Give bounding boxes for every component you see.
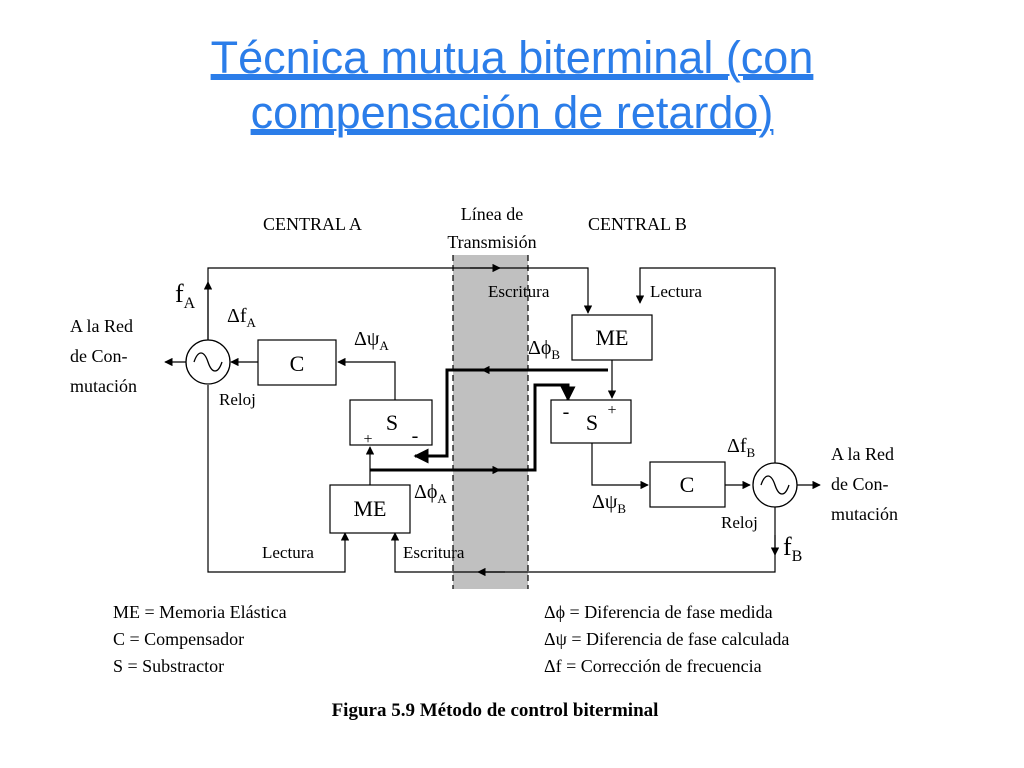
red-b-line-2: de Con- — [831, 474, 889, 494]
memoria-elastica-a-box — [329, 484, 411, 534]
s-a-plus-sign: + — [363, 431, 372, 448]
memoria-elastica-b-label: ME — [596, 325, 629, 350]
left-loop-line — [207, 385, 350, 573]
fb-label: fB — [783, 532, 802, 565]
red-a-line-2: de Con- — [70, 346, 128, 366]
red-b-line-1: A la Red — [831, 444, 894, 464]
figure-caption: Figura 5.9 Método de control biterminal — [332, 700, 659, 721]
legend-right-1: Δϕ = Diferencia de fase medida — [544, 602, 773, 622]
top-loop-line — [207, 267, 593, 340]
slide-title: Técnica mutua biterminal (con compensaci… — [0, 30, 1024, 140]
dfb-label: ΔfB — [727, 435, 756, 460]
dphib-label: ΔϕB — [528, 337, 560, 362]
dphia-label: ΔϕA — [414, 481, 447, 506]
s-a-to-c-a-line — [337, 357, 396, 400]
s-a-minus-sign: - — [412, 425, 419, 447]
central-b-label: CENTRAL B — [588, 214, 687, 234]
legend-left-2: C = Compensador — [113, 629, 244, 649]
substractor-b-box — [550, 399, 632, 444]
reloj-a-label: Reloj — [219, 390, 256, 409]
reloj-b-label: Reloj — [721, 513, 758, 532]
linea-label-1: Línea de — [461, 204, 523, 224]
substractor-b-label: S — [586, 410, 598, 435]
lectura-bottom-label: Lectura — [262, 543, 314, 562]
title-line-2: compensación de retardo) — [250, 87, 774, 138]
dpsib-label: ΔψB — [592, 491, 626, 516]
red-a-line-3: mutación — [70, 376, 137, 396]
escritura-top-label: Escritura — [488, 282, 550, 301]
escritura-bottom-label: Escritura — [403, 543, 465, 562]
dphi-b-thick-line — [413, 368, 608, 464]
substractor-a-box — [349, 399, 433, 446]
substractor-a-label: S — [386, 410, 398, 435]
right-loop-line — [635, 267, 776, 470]
s-b-to-c-b-line — [591, 443, 649, 490]
lectura-top-label: Lectura — [650, 282, 702, 301]
transmission-line-band — [453, 255, 528, 589]
red-a-line-1: A la Red — [70, 316, 133, 336]
title-line-1: Técnica mutua biterminal (con — [210, 32, 814, 83]
fa-label: fA — [175, 279, 196, 312]
compensador-b-label: C — [680, 472, 695, 497]
dfa-label: ΔfA — [227, 305, 257, 330]
compensador-b-box — [649, 461, 726, 508]
legend-left-3: S = Substractor — [113, 656, 224, 676]
sine-wave-a-icon — [193, 352, 223, 372]
memoria-elastica-a-label: ME — [354, 496, 387, 521]
red-b-line-3: mutación — [831, 504, 898, 524]
linea-label-2: Transmisión — [447, 232, 536, 252]
dpsia-label: ΔψA — [354, 328, 389, 353]
s-b-plus-sign: + — [607, 402, 616, 419]
compensador-a-box — [257, 339, 337, 386]
legend-right-3: Δf = Corrección de frecuencia — [544, 656, 762, 676]
central-a-label: CENTRAL A — [263, 214, 362, 234]
s-b-minus-sign: - — [563, 401, 570, 423]
legend-right-2: Δψ = Diferencia de fase calculada — [544, 629, 789, 649]
compensador-a-label: C — [290, 351, 305, 376]
legend-left-1: ME = Memoria Elástica — [113, 602, 287, 622]
sine-wave-b-icon — [760, 475, 790, 495]
